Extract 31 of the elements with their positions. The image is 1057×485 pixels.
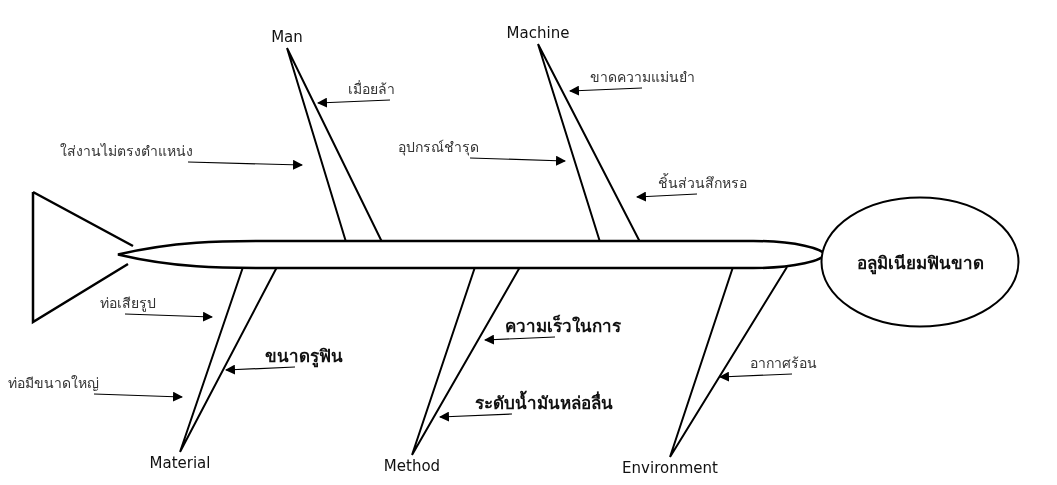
category-label: Material [149,454,211,472]
cause-arrow [636,191,698,202]
category-label: Man [271,28,303,46]
cause-label: อุปกรณ์ชำรุด [398,136,479,158]
problem-text: อลูมิเนียมฟินขาด [856,251,984,276]
cause-label: ขนาดรูฟิน [265,345,343,367]
cause-arrow [484,334,556,345]
category-label: Machine [506,24,570,42]
cause-arrow [317,97,391,108]
cause-arrow [225,364,296,375]
cause-label: ชิ้นส่วนสึกหรอ [658,172,747,194]
fish-bone [669,266,788,458]
cause-label: ความเร็วในการ [505,315,621,337]
cause-arrow [439,411,513,422]
cause-label: ระดับน้ำมันหล่อลื่น [475,392,613,414]
cause-label: ท่อมีขนาดใหญ่ [8,372,99,394]
cause-arrow [124,311,213,322]
cause-label: ท่อเสียรูป [100,292,156,314]
cause-label: ขาดความแม่นยำ [590,66,695,88]
cause-label: อากาศร้อน [750,352,817,374]
cause-arrow [93,391,183,402]
cause-arrow [187,159,303,170]
cause-arrow [719,371,793,382]
fish-head-ellipse [820,196,1020,328]
fish-spine [118,241,824,268]
cause-arrow [469,155,566,166]
cause-arrow [569,85,643,96]
category-label: Method [383,457,441,475]
category-label: Environment [622,459,718,477]
cause-label: ใส่งานไม่ตรงตำแหน่ง [60,140,193,162]
cause-label: เมื่อยล้า [348,78,395,100]
